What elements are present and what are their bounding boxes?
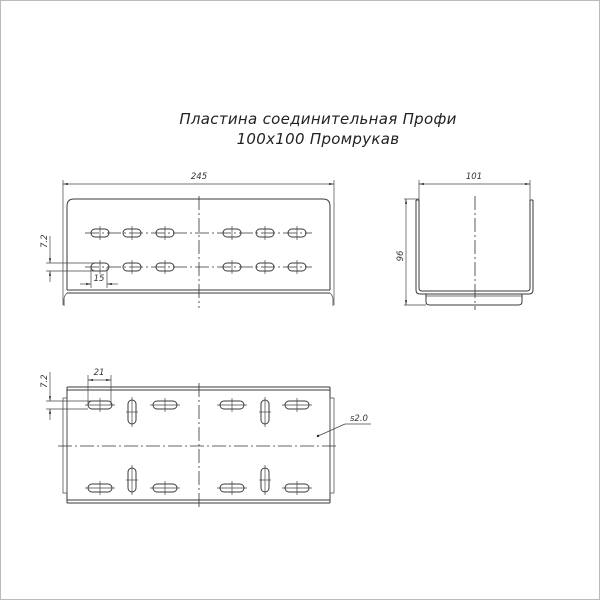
slot (149, 480, 181, 496)
dimension-15: 15 (94, 274, 105, 284)
dimension-7-2-front: 7.2 (40, 234, 50, 248)
right-flange (329, 397, 335, 494)
slot (125, 396, 139, 428)
slot (281, 397, 313, 413)
slot (258, 464, 272, 496)
dimension-101: 101 (466, 172, 482, 182)
thickness-label: s2.0 (350, 414, 368, 424)
slot (125, 464, 139, 496)
slot (84, 480, 116, 496)
slot (216, 480, 248, 496)
title-line-1: Пластина соединительная Профи (179, 110, 456, 128)
front-view: 245 7.2 (40, 172, 335, 308)
dimension-7-2-plan: 7.2 (40, 374, 50, 388)
side-profile-outer (415, 200, 534, 295)
slot (258, 396, 272, 428)
side-bottom-plate (425, 294, 523, 306)
slot (84, 397, 116, 413)
front-profile-outline (66, 198, 331, 290)
side-view: 101 96 (396, 172, 534, 310)
title-line-2: 100x100 Промрукав (237, 130, 400, 148)
plan-view: 21 7.2 s2.0 (40, 368, 371, 508)
slot (281, 480, 313, 496)
dimension-96: 96 (396, 250, 406, 261)
dimension-21: 21 (94, 368, 105, 378)
slot (149, 397, 181, 413)
dimension-245: 245 (191, 172, 207, 182)
left-flange (62, 397, 68, 494)
slot (216, 397, 248, 413)
